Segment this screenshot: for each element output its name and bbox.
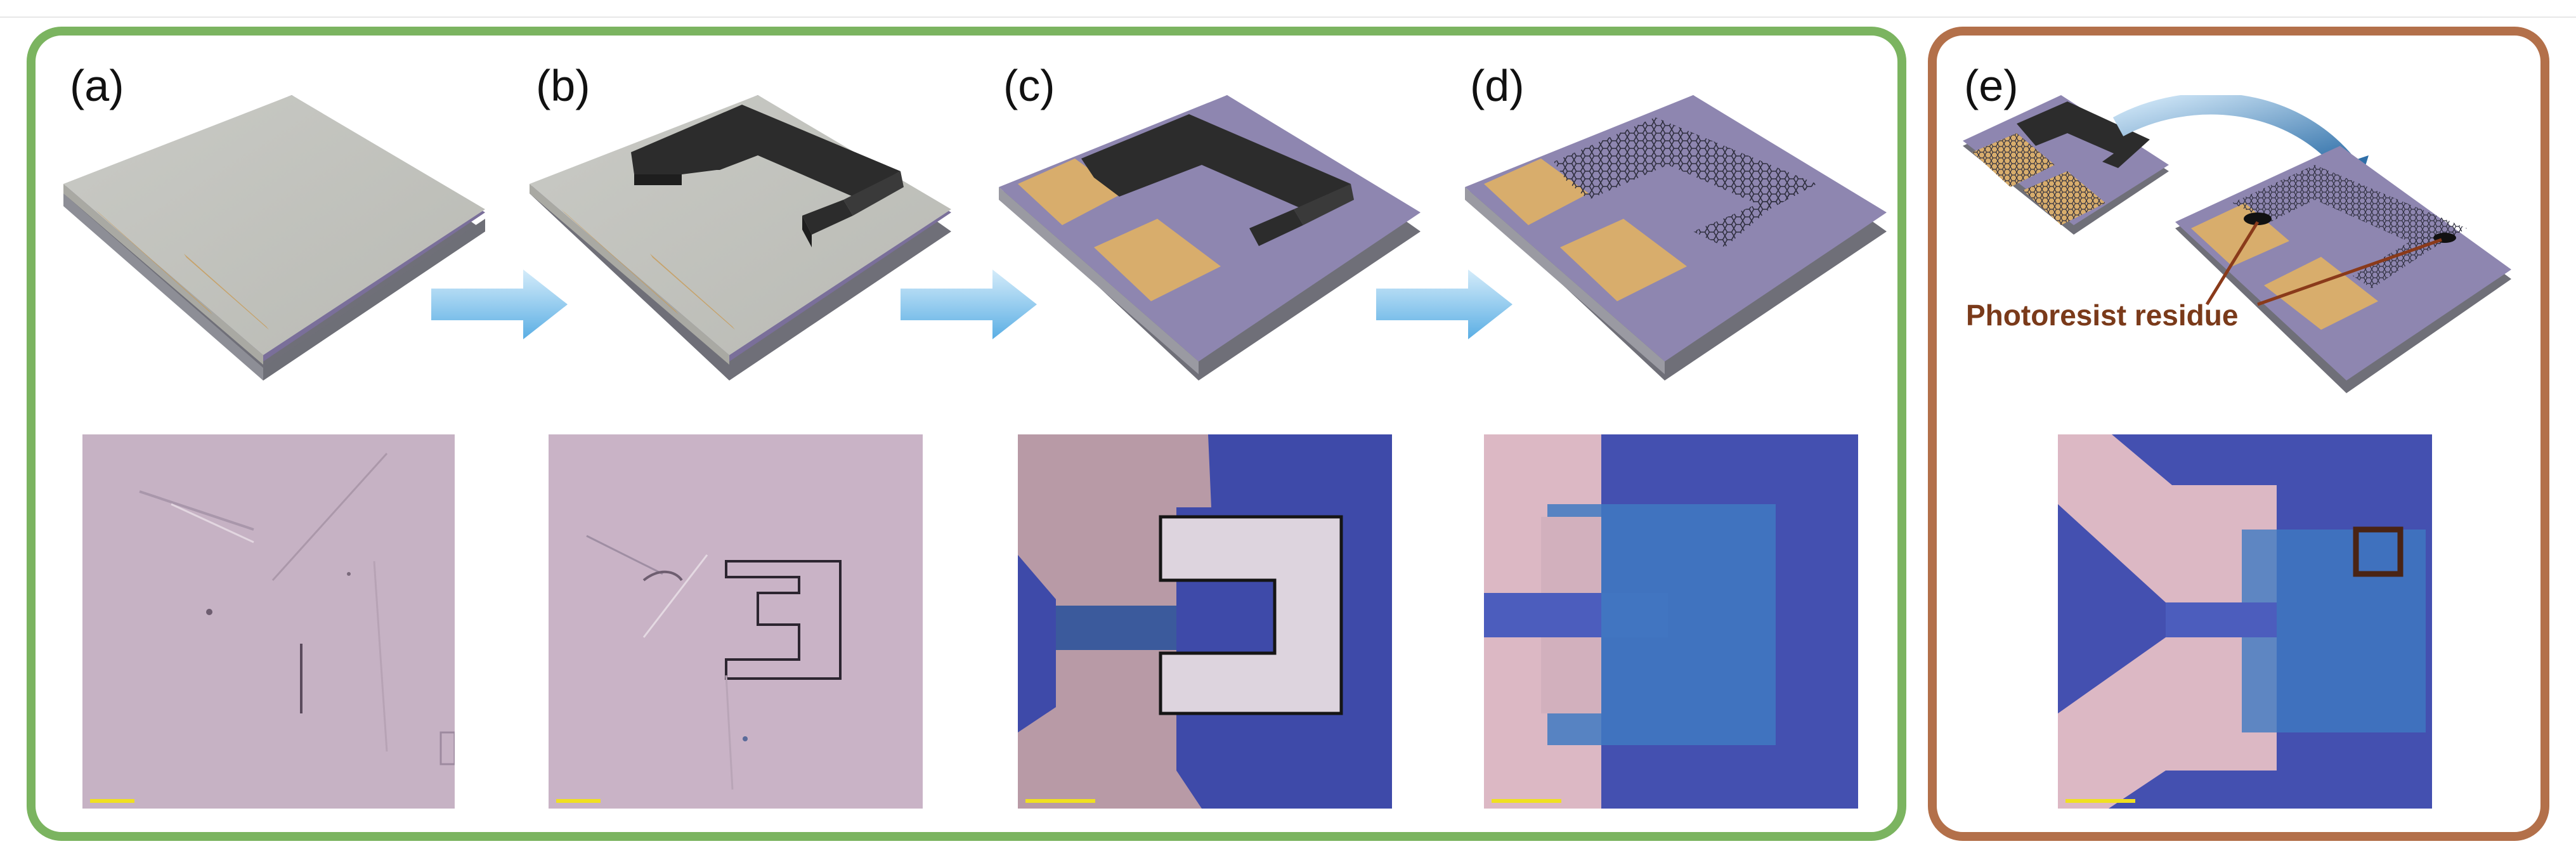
resist-outline (725, 560, 842, 680)
micrograph-e (2058, 434, 2432, 809)
mask-pattern (1081, 114, 1354, 246)
scale-bar (1025, 799, 1095, 803)
micrograph-d (1484, 434, 1858, 809)
process-steps-frame (27, 27, 1906, 841)
residue-highlight-box (2353, 526, 2404, 577)
resist-pattern (1159, 515, 1343, 715)
panel-label-c: (c) (1003, 61, 1055, 110)
panel-label-d: (d) (1470, 61, 1525, 110)
photoresist-residue-label: Photoresist residue (1966, 299, 2239, 332)
residue-spot-left (2244, 212, 2272, 225)
device-after (2175, 146, 2511, 393)
scale-bar (2065, 799, 2135, 803)
scale-bar (90, 799, 134, 803)
device-before (1963, 95, 2169, 235)
schematic-e (1963, 95, 2511, 393)
arrow-b-to-c (901, 270, 1037, 339)
arrow-c-to-d (1376, 270, 1512, 339)
micrograph-a (82, 434, 455, 809)
panel-label-e: (e) (1964, 61, 2019, 110)
panel-label-b: (b) (536, 61, 590, 110)
scale-bar (1492, 799, 1561, 803)
residue-frame (1928, 27, 2549, 841)
mask-pattern (631, 105, 904, 247)
photoresist-layer (63, 95, 485, 355)
schematic-c (999, 95, 1421, 380)
top-rule (0, 16, 2576, 18)
micrograph-b (549, 434, 923, 809)
schematic-b (530, 95, 951, 380)
gold-contact-bottom (1094, 219, 1221, 301)
panel-label-a: (a) (70, 61, 124, 110)
schematic-d (1465, 95, 1887, 380)
schematic-a (63, 95, 485, 380)
graphene-pattern (1554, 117, 1817, 247)
micrograph-c (1018, 434, 1392, 809)
scale-bar (556, 799, 601, 803)
arrow-a-to-b (431, 270, 568, 339)
transfer-arrow (2112, 95, 2355, 172)
